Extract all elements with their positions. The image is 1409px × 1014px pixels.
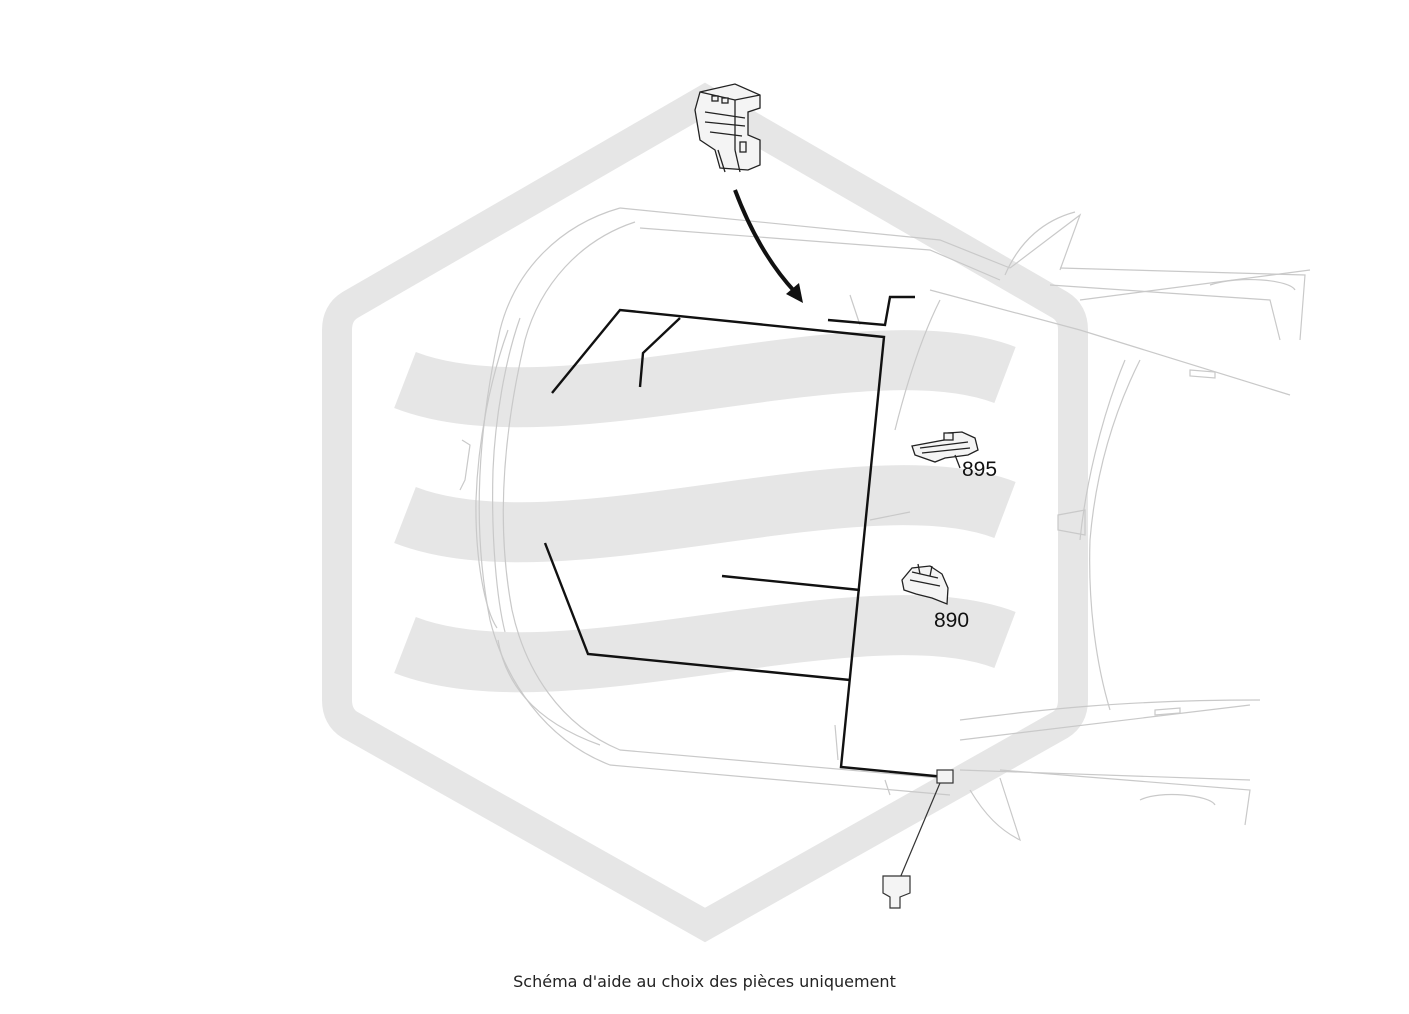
car-outline [459, 207, 1311, 842]
diagnostic-connector-icon [882, 769, 954, 909]
watermark-logo [322, 82, 1088, 943]
watermark-hexagon [322, 82, 1088, 943]
diagram-caption: Schéma d'aide au choix des pièces unique… [513, 972, 896, 991]
watermark-wave-2 [394, 465, 1016, 563]
wiring-harness [543, 295, 946, 779]
part-label-890: 890 [934, 609, 969, 632]
watermark-wave-3 [394, 595, 1016, 693]
part-label-895: 895 [962, 458, 997, 481]
watermark-wave-1 [394, 330, 1016, 428]
connector-895-icon [911, 431, 979, 469]
connector-890-icon [901, 563, 949, 605]
arrow-icon [733, 189, 803, 303]
fuse-box-icon [694, 83, 761, 173]
